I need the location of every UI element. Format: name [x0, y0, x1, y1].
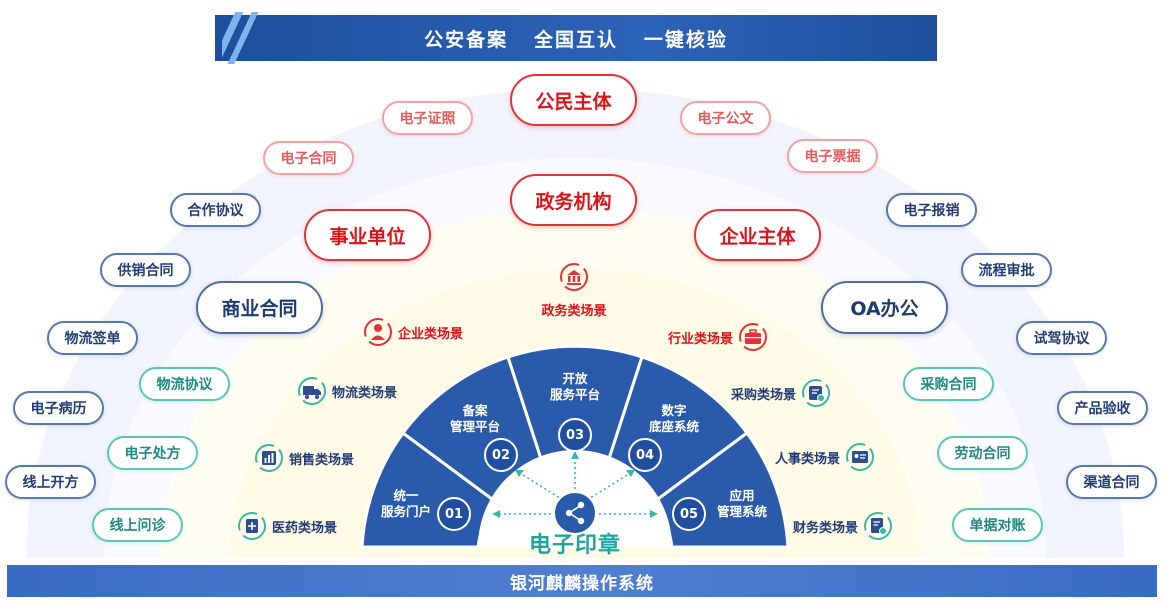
- medicine-icon: [237, 511, 267, 541]
- scene-government[interactable]: 政务类场景: [518, 262, 630, 319]
- doc-product-acceptance[interactable]: 产品验收: [1057, 391, 1148, 425]
- scene-enterprise-label: 企业类场景: [398, 326, 464, 342]
- entity-institution[interactable]: 事业单位: [304, 209, 431, 261]
- doc-channel-contract[interactable]: 渠道合同: [1066, 465, 1157, 499]
- doc-cooperation-agreement[interactable]: 合作协议: [170, 193, 261, 227]
- entity-government[interactable]: 政务机构: [510, 174, 637, 226]
- platform-label-2: 备案 管理平台: [449, 403, 500, 434]
- banner-decoration: [222, 12, 264, 64]
- scene-medical[interactable]: 医药类场景: [237, 511, 337, 541]
- entity-commercial-contract[interactable]: 商业合同: [196, 281, 323, 334]
- platform-label-3: 开放 服务平台: [549, 371, 600, 402]
- doc-online-consultation[interactable]: 线上问诊: [92, 508, 183, 542]
- bar-chart-icon: [254, 443, 284, 473]
- platform-label-5: 应用 管理系统: [716, 488, 767, 519]
- doc-statement-reconciliation[interactable]: 单据对账: [952, 508, 1043, 542]
- entity-citizen[interactable]: 公民主体: [510, 74, 637, 126]
- doc-e-medical-record[interactable]: 电子病历: [13, 391, 104, 425]
- doc-supply-sales-contract[interactable]: 供销合同: [100, 253, 191, 287]
- scene-sales-label: 销售类场景: [289, 452, 355, 468]
- truck-icon: [297, 376, 327, 406]
- doc-e-contract[interactable]: 电子合同: [263, 141, 354, 175]
- entity-enterprise[interactable]: 企业主体: [694, 209, 821, 261]
- hub-title: 电子印章: [528, 533, 621, 558]
- platform-number-2: 02: [484, 438, 518, 472]
- briefcase-icon: [738, 322, 768, 352]
- scene-logistics-label: 物流类场景: [332, 385, 398, 401]
- doc-e-certificate[interactable]: 电子证照: [382, 101, 473, 135]
- person-icon: [363, 317, 393, 347]
- scene-sales[interactable]: 销售类场景: [254, 443, 354, 473]
- scene-procurement[interactable]: 采购类场景: [731, 378, 831, 408]
- hub-circle: [553, 491, 597, 535]
- doc-online-prescribing[interactable]: 线上开方: [5, 465, 96, 499]
- scene-hr-label: 人事类场景: [775, 451, 841, 467]
- platform-number-3: 03: [558, 418, 592, 452]
- scene-finance[interactable]: 财务类场景: [793, 511, 893, 541]
- platform-number-4: 04: [628, 438, 662, 472]
- scene-hr[interactable]: 人事类场景: [775, 442, 875, 472]
- scene-finance-label: 财务类场景: [793, 520, 859, 536]
- doc-e-reimbursement[interactable]: 电子报销: [886, 193, 977, 227]
- doc-test-drive-agreement[interactable]: 试驾协议: [1016, 321, 1107, 355]
- scene-logistics[interactable]: 物流类场景: [297, 376, 397, 406]
- scene-government-label: 政务类场景: [541, 304, 607, 319]
- banner-title: 公安备案 全国互认 一键核验: [424, 28, 728, 51]
- platform-label-1: 统一 服务门户: [380, 488, 431, 519]
- platform-label-4: 数字 底座系统: [648, 403, 699, 434]
- entity-oa-office[interactable]: OA办公: [821, 281, 948, 334]
- doc-workflow-approval[interactable]: 流程审批: [961, 253, 1052, 287]
- doc-labor-contract[interactable]: 劳动合同: [937, 436, 1028, 470]
- doc-procurement-contract[interactable]: 采购合同: [903, 367, 994, 401]
- scene-medical-label: 医药类场景: [272, 520, 338, 536]
- scene-industry[interactable]: 行业类场景: [668, 322, 768, 352]
- doc-logistics-receipt[interactable]: 物流签单: [47, 321, 138, 355]
- platform-number-1: 01: [437, 497, 471, 531]
- scene-procurement-label: 采购类场景: [731, 387, 797, 403]
- doc-e-prescription[interactable]: 电子处方: [107, 436, 198, 470]
- platform-number-5: 05: [672, 497, 706, 531]
- doc-logistics-agreement[interactable]: 物流协议: [139, 367, 230, 401]
- doc-e-invoice[interactable]: 电子票据: [787, 139, 878, 173]
- footer-os-bar: 银河麒麟操作系统: [7, 565, 1157, 597]
- scene-enterprise[interactable]: 企业类场景: [363, 317, 463, 347]
- document-coin-icon: [863, 511, 893, 541]
- government-building-icon: [559, 262, 589, 292]
- shopping-cart-icon: [801, 378, 831, 408]
- top-banner: [215, 15, 937, 61]
- doc-e-official-doc[interactable]: 电子公文: [680, 101, 771, 135]
- id-card-icon: [845, 442, 875, 472]
- scene-industry-label: 行业类场景: [668, 331, 734, 347]
